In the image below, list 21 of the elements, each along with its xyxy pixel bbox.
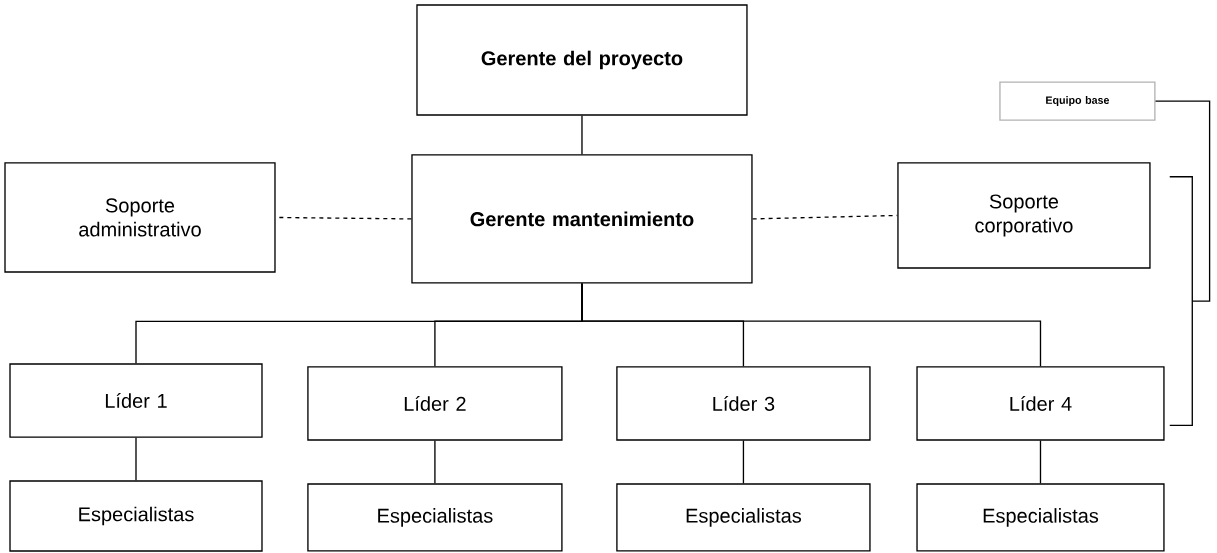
connector <box>434 439 436 484</box>
connector <box>581 282 1042 367</box>
role-box: Soporte administrativo <box>4 162 276 273</box>
role-box: Gerente del proyecto <box>416 4 748 116</box>
role-box: Líder 1 <box>9 363 263 438</box>
connector <box>581 114 583 155</box>
connector <box>742 439 745 484</box>
role-box: Especialistas <box>9 480 263 552</box>
role-box: Especialistas <box>307 483 563 552</box>
connector <box>1154 100 1211 302</box>
role-box: Líder 4 <box>916 366 1165 441</box>
connector <box>1039 439 1042 484</box>
role-box: Especialistas <box>616 483 871 552</box>
connector <box>135 437 137 481</box>
role-box: Soporte corporativo <box>897 162 1151 269</box>
role-box: Gerente mantenimiento <box>411 154 753 284</box>
bracket <box>1169 176 1193 426</box>
role-box: Líder 3 <box>616 366 871 441</box>
role-box: Líder 2 <box>307 366 563 441</box>
role-box: Especialistas <box>916 483 1165 552</box>
team-label-box: Equipo base <box>999 81 1156 121</box>
